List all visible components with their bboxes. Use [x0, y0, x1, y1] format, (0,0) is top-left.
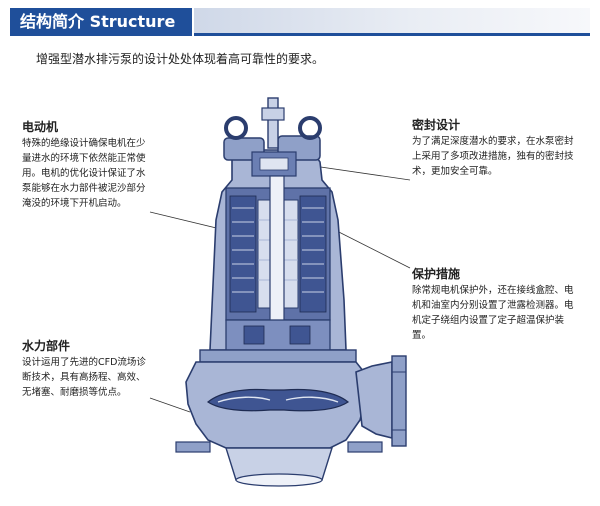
discharge-pipe	[355, 361, 393, 440]
section-title: 结构简介 Structure	[10, 8, 192, 36]
section-header: 结构简介 Structure	[10, 8, 590, 36]
callout-protect-title: 保护措施	[412, 267, 461, 281]
callout-motor-body: 特殊的绝缘设计确保电机在少量进水的环境下依然能正常使用。电机的优化设计保证了水泵…	[22, 138, 146, 209]
seal-detail	[259, 157, 289, 171]
callout-hydro-title: 水力部件	[22, 339, 71, 353]
callout-motor: 电动机 特殊的绝缘设计确保电机在少量进水的环境下依然能正常使用。电机的优化设计保…	[22, 119, 148, 211]
discharge-flange	[391, 355, 407, 447]
mid-flange	[199, 349, 357, 363]
callout-seal-body: 为了满足深度潜水的要求，在水泵密封上采用了多项改进措施，独有的密封技术，更加安全…	[412, 136, 574, 177]
oil-chamber	[225, 319, 331, 351]
intro-text: 增强型潜水排污泵的设计处处体现着高可靠性的要求。	[36, 52, 325, 66]
top-shaft	[267, 97, 279, 149]
callout-protect-body: 除常规电机保护外，还在接线盒腔、电机和油室内分别设置了泄露检测器。电机定子绕组内…	[412, 285, 574, 341]
stator-winding-left	[229, 195, 257, 313]
impeller-blade	[217, 396, 339, 403]
leader-line-hydro	[149, 397, 191, 413]
top-cap	[261, 107, 285, 121]
lifting-ring-left	[224, 116, 248, 140]
callout-protect: 保护措施 除常规电机保护外，还在接线盒腔、电机和油室内分别设置了泄露检测器。电机…	[412, 266, 582, 343]
callout-seal-title: 密封设计	[412, 118, 461, 132]
header-decoration	[194, 8, 590, 36]
callout-motor-title: 电动机	[22, 120, 59, 134]
lifting-ring-right	[298, 116, 322, 140]
bearing-right	[289, 325, 311, 345]
base-foot-left	[175, 441, 211, 453]
callout-hydro: 水力部件 设计运用了先进的CFD流场诊断技术，具有高扬程、高效、无堵塞、耐磨损等…	[22, 338, 148, 400]
callout-seal: 密封设计 为了满足深度潜水的要求，在水泵密封上采用了多项改进措施，独有的密封技术…	[412, 117, 582, 179]
stator-winding-right	[299, 195, 327, 313]
callout-hydro-body: 设计运用了先进的CFD流场诊断技术，具有高扬程、高效、无堵塞、耐磨损等优点。	[22, 357, 146, 398]
inlet-opening	[235, 473, 323, 487]
bearing-left	[243, 325, 265, 345]
base-foot-right	[347, 441, 383, 453]
impeller	[206, 388, 350, 412]
